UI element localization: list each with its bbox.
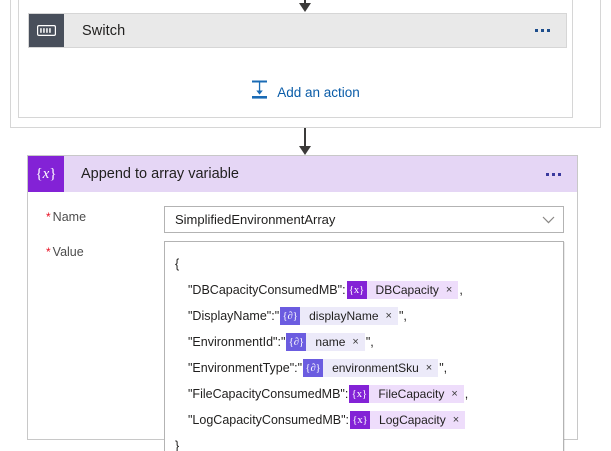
switch-action-card[interactable]: Switch [28, 13, 567, 48]
json-property-key: "DBCapacityConsumedMB": [188, 283, 346, 297]
json-quote-close: " [398, 309, 404, 323]
json-quote-open: " [297, 361, 303, 375]
token-body: displayName × [300, 307, 398, 325]
token-name: name [315, 335, 346, 349]
expression-token-displayName[interactable]: {∂} displayName × [280, 307, 398, 325]
value-required-marker: * [46, 245, 51, 259]
expression-braces-icon: {∂} [286, 333, 307, 351]
token-body: LogCapacity × [370, 411, 466, 429]
json-trailing-punct: , [443, 361, 448, 375]
token-remove-icon[interactable]: × [352, 335, 359, 348]
json-property-line: "FileCapacityConsumedMB": {x}FileCapacit… [175, 381, 553, 407]
expression-braces-icon: {∂} [280, 307, 301, 325]
token-name: FileCapacity [378, 387, 445, 401]
switch-icon [29, 14, 64, 47]
token-remove-icon[interactable]: × [425, 361, 433, 374]
name-required-marker: * [46, 210, 51, 224]
switch-card-menu-ellipsis-icon[interactable] [535, 29, 566, 32]
name-field-row: *Name SimplifiedEnvironmentArray [28, 206, 577, 233]
append-card-menu-ellipsis-icon[interactable] [546, 172, 577, 176]
add-an-action-label: Add an action [277, 84, 360, 100]
json-property-key: "DisplayName": [188, 309, 275, 323]
json-property-line: "EnvironmentType": "{∂}environmentSku×", [175, 355, 553, 381]
variable-braces-icon: {x} [349, 385, 370, 403]
json-quote-close: " [439, 361, 444, 375]
token-body: name × [306, 333, 365, 351]
variable-braces-icon: {x} [346, 281, 367, 299]
json-open-brace: { [175, 257, 180, 271]
variable-name-value: SimplifiedEnvironmentArray [175, 212, 336, 227]
expression-braces-icon: {∂} [303, 359, 324, 377]
token-remove-icon[interactable]: × [452, 413, 460, 426]
append-card-form: *Name SimplifiedEnvironmentArray *Value [28, 192, 577, 451]
json-trailing-punct: , [370, 335, 374, 349]
variable-braces-icon: {x} [28, 156, 64, 192]
json-property-key: "LogCapacityConsumedMB": [188, 413, 350, 427]
json-property-key: "FileCapacityConsumedMB": [188, 387, 349, 401]
json-property-lines: "DBCapacityConsumedMB": {x}DBCapacity×,"… [175, 277, 553, 433]
token-name: environmentSku [332, 361, 419, 375]
json-property-key: "EnvironmentId": [188, 335, 281, 349]
json-trailing-punct: , [464, 387, 469, 401]
value-expression-editor[interactable]: { "DBCapacityConsumedMB": {x} DBCapacity ×… [164, 241, 564, 451]
token-name: LogCapacity [379, 413, 446, 427]
token-remove-icon[interactable]: × [445, 283, 453, 296]
chevron-down-icon[interactable] [542, 211, 555, 229]
variable-token-DBCapacity[interactable]: {x} DBCapacity × [346, 281, 459, 299]
variable-token-FileCapacity[interactable]: {x} FileCapacity × [349, 385, 464, 403]
json-quote-close: " [365, 335, 371, 349]
expression-token-environmentSku[interactable]: {∂} environmentSku × [303, 359, 439, 377]
append-card-title: Append to array variable [81, 166, 239, 182]
connector-to-switch [275, 0, 335, 12]
json-trailing-punct: , [403, 309, 407, 323]
json-property-line: "DBCapacityConsumedMB": {x} DBCapacity ×, [175, 277, 553, 303]
value-label-text: Value [52, 245, 84, 259]
append-card-header: {x} Append to array variable [28, 156, 577, 192]
value-field-row: *Value { "DBCapacityConsumedMB": {x}DBCa… [28, 241, 577, 451]
json-quote-open: " [274, 309, 280, 323]
token-body: DBCapacity × [366, 281, 459, 299]
name-field-label: *Name [28, 206, 164, 233]
switch-card-title: Switch [82, 22, 126, 39]
variable-name-select[interactable]: SimplifiedEnvironmentArray [164, 206, 564, 233]
token-body: FileCapacity × [369, 385, 464, 403]
json-trailing-punct: , [459, 283, 463, 297]
append-to-array-variable-card[interactable]: {x} Append to array variable *Name Simpl… [27, 155, 578, 451]
json-property-line: "LogCapacityConsumedMB": {x} LogCapacity × [175, 407, 553, 433]
token-name: displayName [309, 309, 379, 323]
json-property-line: "DisplayName": "{∂}displayName×", [175, 303, 553, 329]
json-quote-open: " [280, 335, 286, 349]
connector-to-append-card [275, 128, 335, 155]
token-name: DBCapacity [375, 283, 439, 297]
name-label-text: Name [52, 210, 87, 224]
expression-token-name[interactable]: {∂} name × [286, 333, 365, 351]
token-remove-icon[interactable]: × [385, 309, 392, 322]
variable-braces-icon: {x} [350, 411, 371, 429]
json-property-key: "EnvironmentType": [188, 361, 298, 375]
token-remove-icon[interactable]: × [451, 387, 458, 400]
value-field-label: *Value [28, 241, 164, 451]
variable-token-LogCapacity[interactable]: {x} LogCapacity × [350, 411, 466, 429]
insert-action-icon [251, 80, 268, 104]
token-body: environmentSku × [323, 359, 439, 377]
add-an-action-button[interactable]: Add an action [0, 80, 611, 104]
json-property-line: "EnvironmentId": "{∂}name×", [175, 329, 553, 355]
json-close-brace: } [175, 439, 180, 451]
